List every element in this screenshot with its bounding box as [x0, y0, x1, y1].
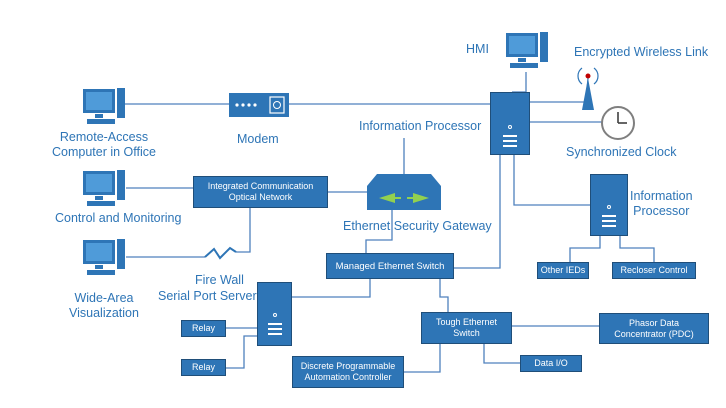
wire-processor-switch — [454, 155, 501, 269]
wire-optical-firewall — [236, 206, 251, 253]
relay-box-1: Relay — [181, 320, 226, 337]
wide-area-label: Wide-Area Visualization — [69, 291, 139, 321]
tough-switch-line1: Tough Ethernet — [435, 317, 498, 327]
wire-gateway-switch — [365, 210, 393, 253]
tough-switch-line2: Switch — [453, 328, 480, 338]
wire-switch-serial — [292, 279, 371, 298]
firewall-bolt-icon — [204, 246, 237, 260]
dpac-box: Discrete Programmable Automation Control… — [292, 356, 404, 388]
info-processor-2-line1: Information — [630, 189, 693, 203]
fire-wall-label: Fire Wall — [195, 273, 244, 287]
serial-port-server-icon — [257, 282, 292, 346]
optical-network-line2: Optical Network — [228, 192, 293, 202]
pdc-box: Phasor Data Concentrator (PDC) — [599, 313, 709, 344]
wireless-link-label: Encrypted Wireless Link — [574, 45, 709, 59]
wire-processor-ip2 — [513, 155, 590, 206]
modem-icon — [229, 93, 289, 117]
pdc-line2: Concentrator (PDC) — [614, 328, 694, 339]
relay-box-2: Relay — [181, 359, 226, 376]
dpac-line2: Automation Controller — [304, 372, 392, 382]
security-gateway-icon — [367, 174, 441, 210]
managed-switch-box: Managed Ethernet Switch — [326, 253, 454, 279]
security-gateway-label: Ethernet Security Gateway — [343, 219, 492, 233]
remote-access-line2: Computer in Office — [52, 145, 156, 159]
wire-switch-tough — [439, 279, 449, 312]
wire-ip2-recloser — [619, 236, 655, 262]
other-ieds-box: Other IEDs — [537, 262, 589, 279]
info-processor-2-server-icon — [590, 174, 628, 236]
data-io-box: Data I/O — [520, 355, 582, 372]
sync-clock-label: Synchronized Clock — [566, 145, 677, 159]
dpac-line1: Discrete Programmable — [300, 361, 396, 371]
info-processor-server-icon — [490, 92, 530, 155]
modem-label: Modem — [237, 132, 279, 146]
data-io-label: Data I/O — [534, 358, 568, 368]
relay-2-label: Relay — [191, 362, 215, 372]
wide-area-computer-icon — [83, 239, 125, 275]
other-ieds-label: Other IEDs — [540, 265, 586, 275]
optical-network-line1: Integrated Communication — [207, 181, 314, 191]
pdc-line1: Phasor Data — [628, 317, 680, 328]
control-computer-icon — [83, 170, 125, 206]
remote-access-line1: Remote-Access — [59, 130, 149, 144]
serial-server-label: Serial Port Server — [158, 289, 257, 303]
wire-tough-dpac — [404, 344, 441, 373]
remote-computer-icon — [83, 88, 125, 124]
wide-area-line1: Wide-Area — [74, 291, 134, 305]
recloser-box: Recloser Control — [612, 262, 696, 279]
hmi-label: HMI — [466, 42, 489, 56]
remote-access-label: Remote-Access Computer in Office — [52, 130, 156, 160]
hmi-computer-icon — [506, 32, 548, 68]
recloser-label: Recloser Control — [620, 265, 688, 275]
wire-tough-dataio — [483, 344, 520, 364]
info-processor-2-line2: Processor — [633, 204, 690, 218]
info-processor-2-label: Information Processor — [630, 189, 693, 219]
optical-network-box: Integrated Communication Optical Network — [193, 176, 328, 208]
clock-icon — [601, 106, 635, 140]
relay-1-label: Relay — [191, 323, 215, 333]
managed-switch-label: Managed Ethernet Switch — [335, 260, 445, 272]
wire-relay2 — [226, 335, 257, 369]
wireless-antenna-icon — [577, 67, 599, 110]
wide-area-line2: Visualization — [69, 306, 139, 320]
control-monitoring-label: Control and Monitoring — [55, 211, 182, 225]
wire-ip2-ieds — [569, 236, 601, 262]
tough-switch-box: Tough Ethernet Switch — [421, 312, 512, 344]
info-processor-label: Information Processor — [359, 119, 482, 133]
